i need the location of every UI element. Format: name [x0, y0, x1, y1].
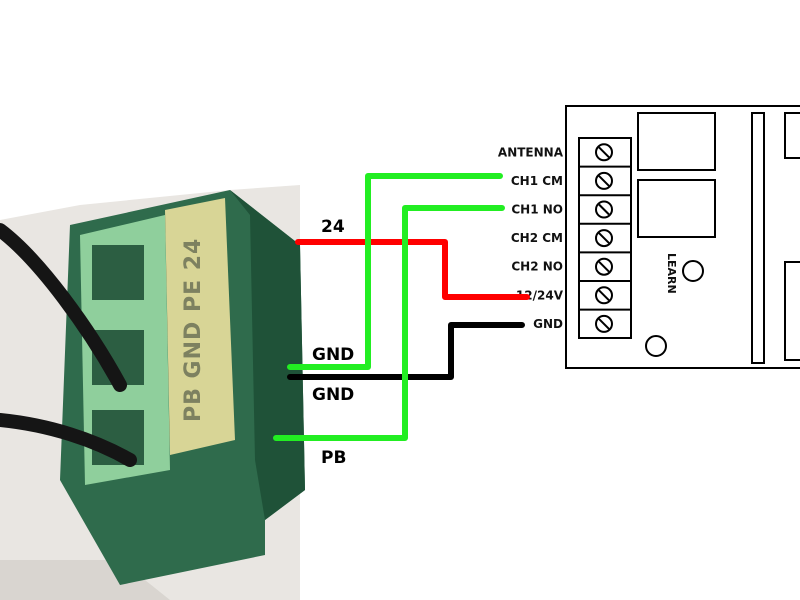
- green-wire-gnd: [287, 173, 503, 370]
- relay-box: [637, 112, 716, 171]
- terminal-label: CH1 CM: [511, 174, 563, 188]
- wire-label-gnd-green: GND: [312, 345, 354, 365]
- terminal-label: GND: [533, 317, 563, 331]
- terminal-screw-slot: [598, 232, 610, 244]
- connector-slot: [92, 245, 144, 300]
- terminal-screw-slot: [598, 175, 610, 187]
- plug-label-strip: [165, 198, 235, 455]
- black-cable: [0, 223, 127, 392]
- terminal-screw-slot: [598, 289, 610, 302]
- board-component: [784, 112, 800, 159]
- terminal-screws: [579, 143, 631, 333]
- wire-label-pb: PB: [321, 448, 346, 468]
- green-wire-pb: [273, 205, 505, 441]
- board-component: [784, 261, 800, 361]
- wire-label-gnd-black: GND: [312, 385, 354, 405]
- learn-button-icon: [682, 260, 704, 282]
- black-wire-gnd: [287, 322, 525, 380]
- terminal-screw-slot: [598, 260, 610, 273]
- terminal-screw-slot: [598, 146, 610, 159]
- terminal-label: CH2 CM: [511, 231, 563, 245]
- terminal-label: CH2 NO: [511, 260, 563, 274]
- terminal-label: CH1 NO: [511, 203, 563, 217]
- relay-box: [637, 179, 716, 238]
- led-icon: [645, 335, 667, 357]
- plug-label: PB GND PE 24: [181, 238, 206, 422]
- connector-photo: PB GND PE 24: [0, 185, 305, 600]
- wire-label-24: 24: [321, 217, 345, 237]
- terminal-label: ANTENNA: [498, 145, 564, 159]
- red-wire-24v: [295, 239, 530, 300]
- learn-label: LEARN: [665, 253, 678, 294]
- terminal-screw-slot: [598, 203, 610, 216]
- board-divider: [751, 112, 765, 364]
- black-cable: [0, 413, 137, 467]
- terminal-screw-slot: [598, 318, 610, 330]
- wires: [273, 173, 530, 441]
